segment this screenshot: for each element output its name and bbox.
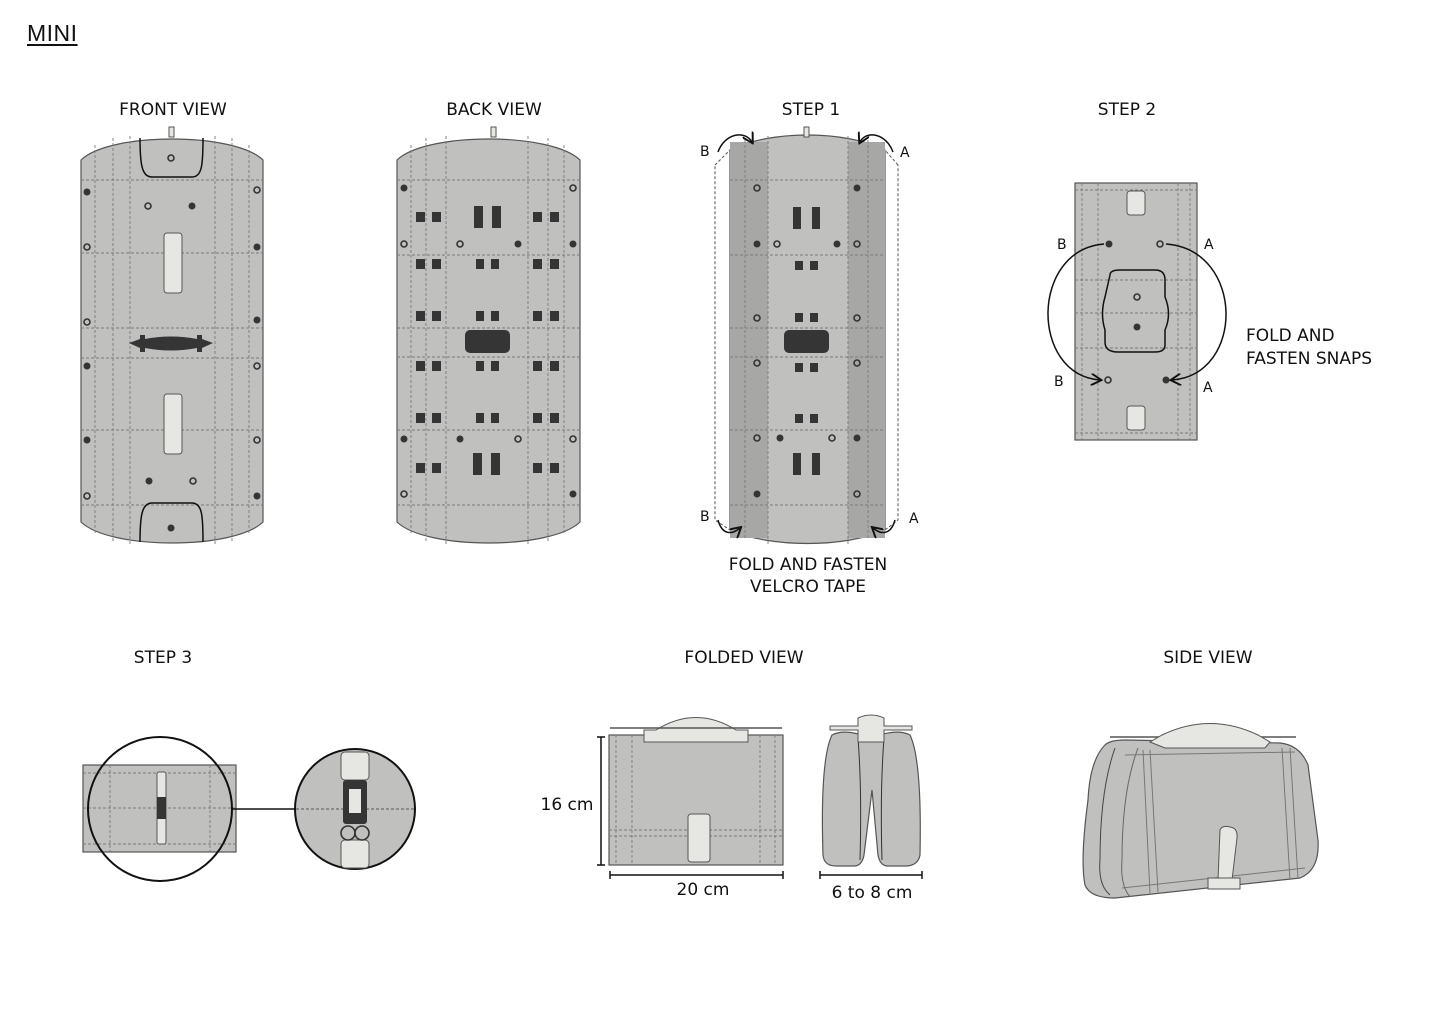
front-view-label: FRONT VIEW [119, 100, 227, 120]
step1-marker-b-bottom: B [700, 509, 710, 525]
front-view-drawing [80, 126, 264, 544]
side-view-drawing [1082, 723, 1319, 899]
width-dimension: 20 cm [677, 880, 730, 900]
step1-marker-a-top: A [900, 145, 910, 161]
step1-caption-line2: VELCRO TAPE [750, 577, 866, 597]
step2-caption-line1: FOLD AND [1246, 326, 1335, 346]
step2-marker-b-top: B [1057, 237, 1067, 253]
back-view-label: BACK VIEW [446, 100, 542, 120]
page-title: MINI [27, 20, 78, 46]
folded-view-drawing: 16 cm 20 cm 6 to 8 cm [541, 714, 923, 903]
step2-caption-line2: FASTEN SNAPS [1246, 349, 1372, 369]
step2-drawing: B A B A FOLD AND FASTEN SNAPS [1047, 182, 1372, 441]
step1-drawing: B A B A FOLD AND FASTEN VELCRO TAPE [700, 126, 919, 597]
step1-marker-b-top: B [700, 144, 710, 160]
step1-marker-a-bottom: A [909, 511, 919, 527]
height-dimension: 16 cm [541, 795, 594, 815]
step2-marker-a-top: A [1204, 237, 1214, 253]
step1-caption-line1: FOLD AND FASTEN [729, 555, 887, 575]
depth-dimension: 6 to 8 cm [832, 883, 913, 903]
back-view-drawing [396, 126, 581, 544]
step2-marker-b-bottom: B [1054, 374, 1064, 390]
step3-label: STEP 3 [134, 648, 192, 668]
step1-label: STEP 1 [782, 100, 840, 120]
step3-drawing [82, 736, 416, 882]
folded-view-label: FOLDED VIEW [684, 648, 803, 668]
step2-label: STEP 2 [1098, 100, 1156, 120]
step2-marker-a-bottom: A [1203, 380, 1213, 396]
side-view-label: SIDE VIEW [1163, 648, 1252, 668]
